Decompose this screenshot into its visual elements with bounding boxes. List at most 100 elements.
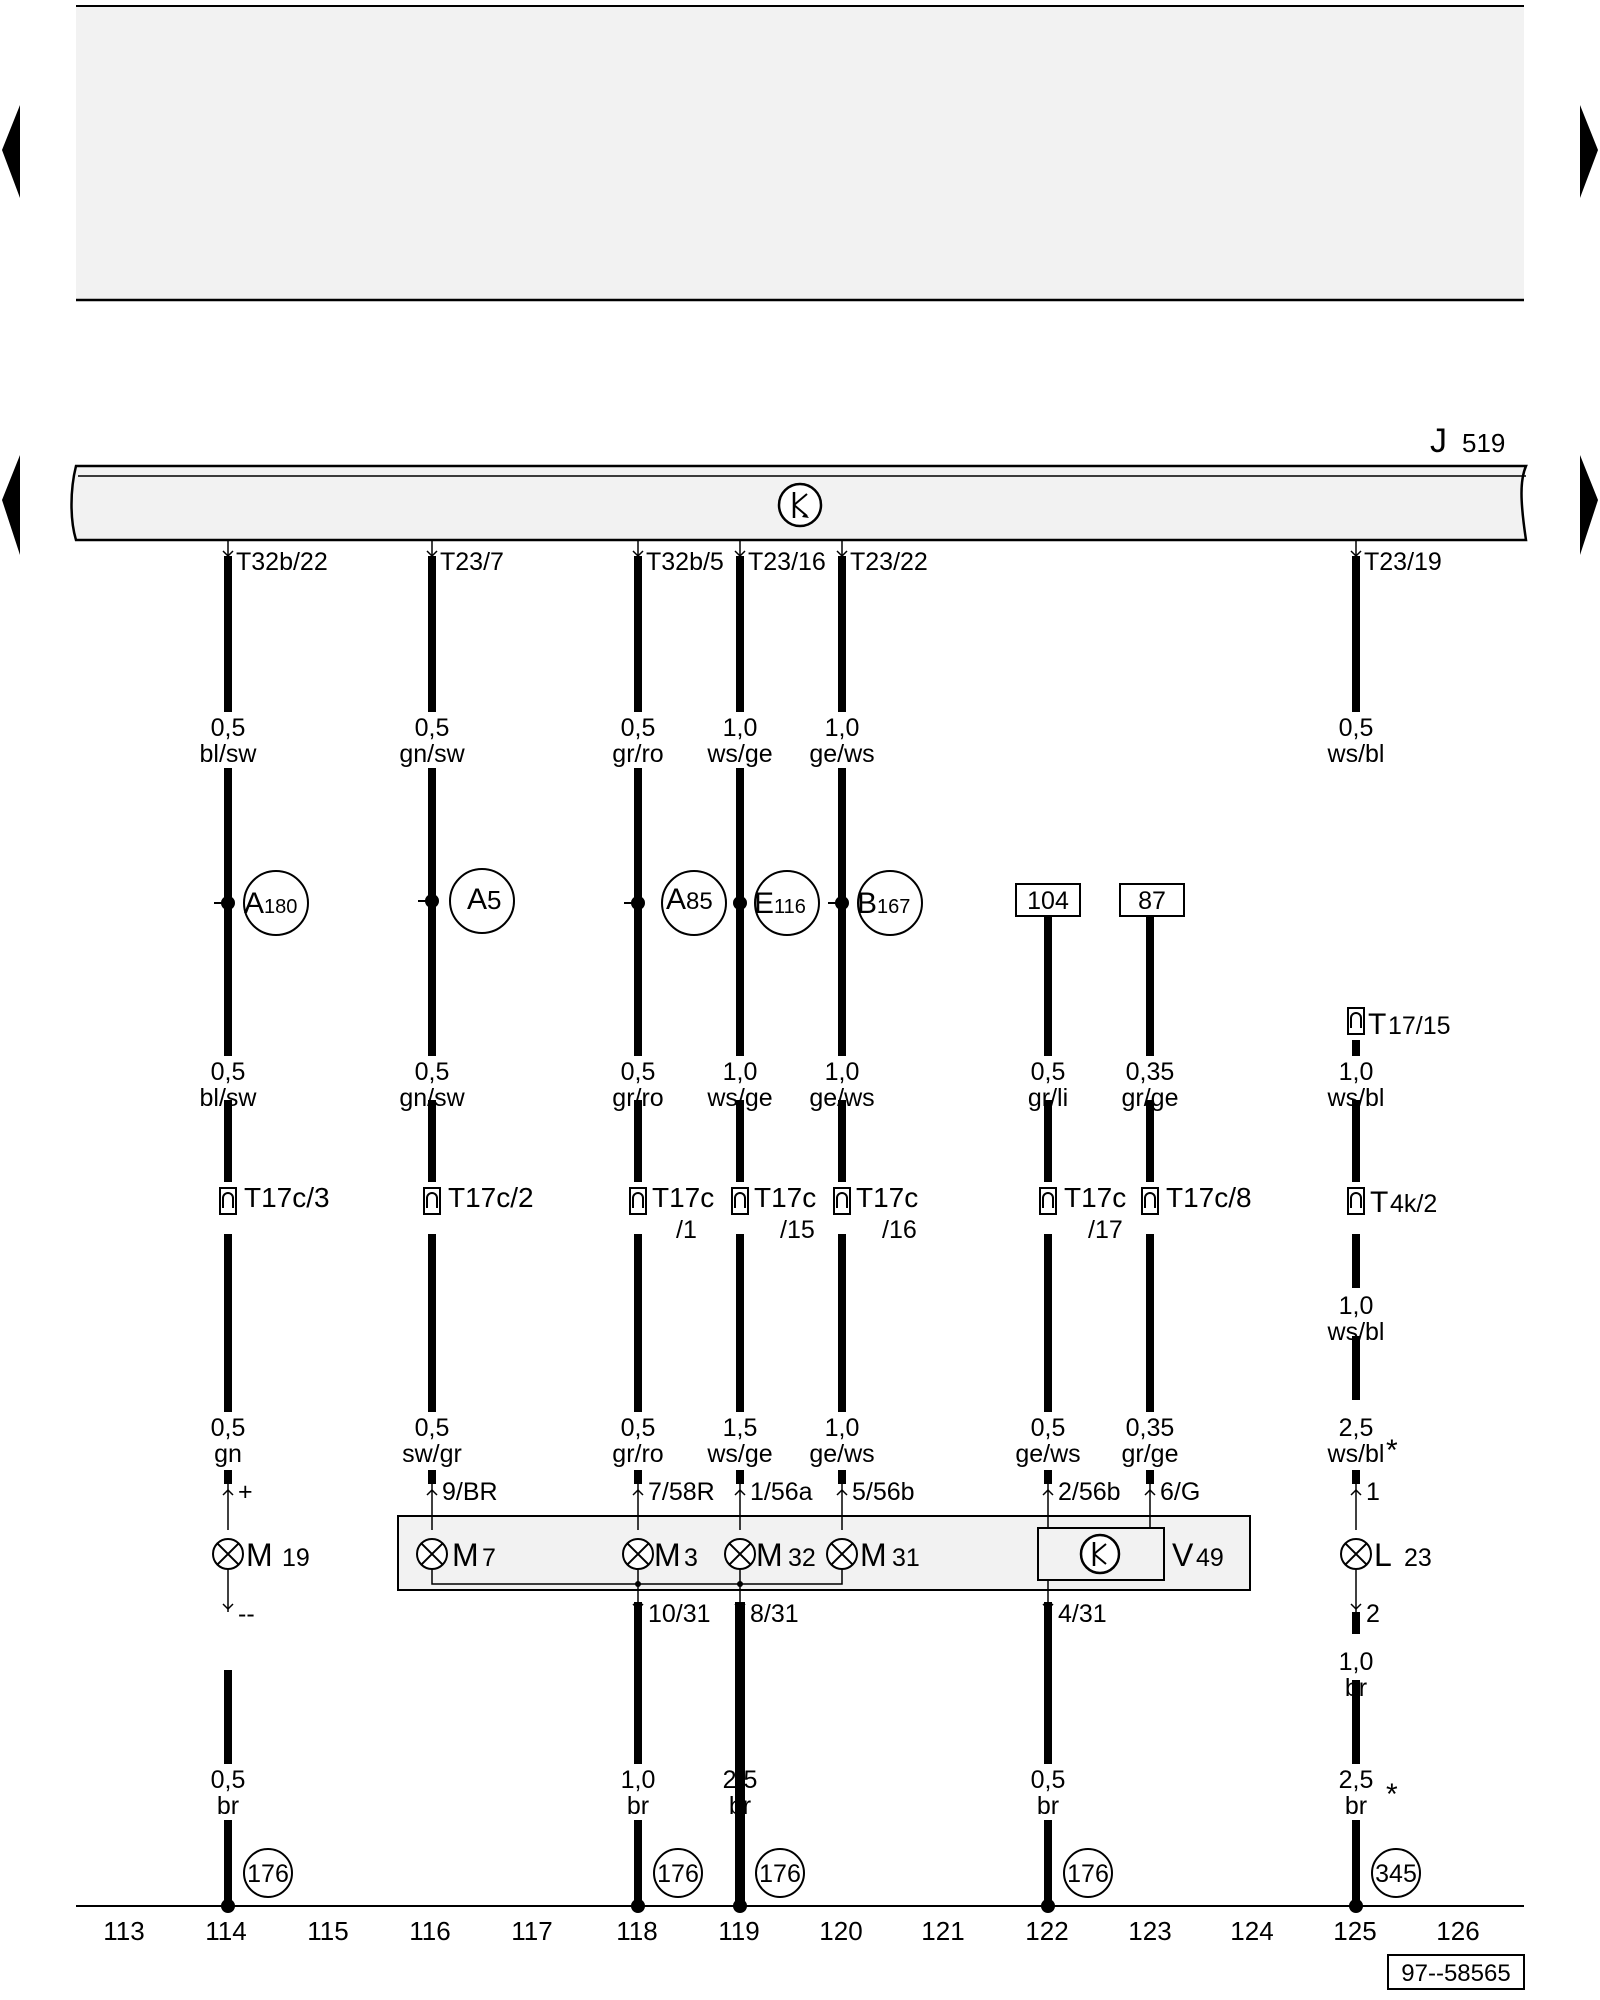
ground-point	[1371, 1848, 1421, 1898]
wire-color: ws/ge	[706, 1440, 772, 1468]
plug-connector-symbol	[1347, 1007, 1365, 1035]
ground-point-label: 176	[1067, 1860, 1109, 1888]
component-sub: 31	[892, 1544, 920, 1572]
wire-size: 1,0	[621, 1766, 656, 1794]
control-unit-symbol	[1079, 1533, 1121, 1575]
connector-label: T23/7	[440, 548, 504, 576]
wire-size: 1,0	[723, 714, 758, 742]
wire-size: 1,0	[1339, 1292, 1374, 1320]
wires	[224, 556, 1360, 1906]
track-number: 125	[1333, 1916, 1376, 1946]
wire-color: br	[1345, 1674, 1367, 1702]
pin-label: 4/31	[1058, 1600, 1107, 1628]
component-main: M	[654, 1537, 681, 1573]
component-main: M	[860, 1537, 887, 1573]
pin-label: 2	[1366, 1600, 1380, 1628]
track-number: 116	[409, 1916, 450, 1946]
wire-size: 1,0	[825, 1058, 860, 1086]
plug-label: T17c	[1064, 1182, 1126, 1213]
prev-page-arrow[interactable]	[2, 105, 20, 198]
wire-size: 0,5	[621, 1058, 656, 1086]
plug-label: T17c/3	[244, 1182, 330, 1213]
control-unit-symbol	[777, 482, 823, 528]
wire-size: 1,0	[1339, 1648, 1374, 1676]
plug-sub: 4k/2	[1390, 1190, 1437, 1218]
reference-box	[1015, 883, 1081, 917]
wire-color: gr/ro	[612, 740, 663, 768]
wire-size: 0,5	[1031, 1058, 1066, 1086]
wire-color: ws/ge	[706, 740, 772, 768]
splice-circle	[857, 870, 923, 936]
wire-size: 1,0	[723, 1058, 758, 1086]
document-id-box	[1387, 1954, 1525, 1990]
wire-size: 2,5	[723, 1766, 758, 1794]
pin-label: 1	[1366, 1478, 1380, 1506]
ground-point	[243, 1848, 293, 1898]
wire-size: 0,5	[415, 1414, 450, 1442]
splice-main: B	[857, 887, 877, 920]
connector-label: T23/16	[748, 548, 826, 576]
plug-sub: /16	[882, 1216, 917, 1244]
wire-color: ge/ws	[1015, 1440, 1080, 1468]
splice-sub: 180	[264, 896, 297, 918]
module-prefix: J	[1430, 422, 1447, 460]
wire-color: sw/gr	[402, 1440, 462, 1468]
wire-color: br	[627, 1792, 649, 1820]
splice-main: A	[244, 887, 264, 920]
ground-point-label: 176	[759, 1860, 801, 1888]
ground-point-label: 176	[657, 1860, 699, 1888]
asterisk-note: *	[1386, 1778, 1398, 1811]
plug-label: T17c/8	[1166, 1182, 1252, 1213]
splice-sub: 116	[774, 896, 806, 918]
track-number: 120	[819, 1916, 862, 1946]
wire-size: 0,5	[1339, 714, 1374, 742]
reference-number: 104	[1027, 887, 1069, 915]
wire-size: 1,0	[825, 714, 860, 742]
wire-size: 1,0	[1339, 1058, 1374, 1086]
wire-color: gn/sw	[399, 740, 465, 768]
track-number: 124	[1230, 1916, 1273, 1946]
splice-circle	[449, 868, 515, 934]
ground-point	[653, 1848, 703, 1898]
plug-sub: 17/15	[1388, 1012, 1451, 1040]
wire-size: 2,5	[1339, 1414, 1374, 1442]
wire-color: gn/sw	[399, 1084, 465, 1112]
splice-circle	[661, 870, 727, 936]
ground-point	[755, 1848, 805, 1898]
pin-label: +	[238, 1478, 253, 1506]
wire-size: 0,35	[1126, 1058, 1175, 1086]
component-sub: 23	[1404, 1544, 1432, 1572]
track-number: 122	[1025, 1916, 1068, 1946]
track-number: 126	[1436, 1916, 1479, 1946]
wire-color: gr/ro	[612, 1084, 663, 1112]
ground-point	[1063, 1848, 1113, 1898]
wire-color: ge/ws	[809, 740, 874, 768]
wire-size: 0,5	[621, 1414, 656, 1442]
pin-label: 1/56a	[750, 1478, 813, 1506]
wire-color: gr/ge	[1122, 1084, 1179, 1112]
plug-sub: /15	[780, 1216, 815, 1244]
splice-main: A	[467, 883, 487, 916]
plug-label: T17c	[754, 1182, 816, 1213]
wire-size: 0,5	[415, 1058, 450, 1086]
prev-page-arrow-lower[interactable]	[2, 455, 20, 555]
splice-sub: 5	[487, 885, 501, 915]
splice-main: A	[666, 883, 686, 916]
wire-size: 0,5	[211, 1414, 246, 1442]
pin-label: 6/G	[1160, 1478, 1200, 1506]
wire-size: 0,5	[211, 714, 246, 742]
splice-sub: 85	[686, 888, 713, 915]
plug-connector-symbols	[219, 1187, 1365, 1215]
wire-color: ws/ge	[706, 1084, 772, 1112]
wire-color: ge/ws	[809, 1440, 874, 1468]
control-module-j519	[70, 464, 1528, 542]
wire-color: ge/ws	[809, 1084, 874, 1112]
next-page-arrow-lower[interactable]	[1580, 455, 1598, 555]
track-number: 114	[205, 1916, 246, 1946]
wire-size: 0,5	[1031, 1414, 1066, 1442]
component-main: M	[246, 1537, 273, 1573]
track-number: 115	[307, 1916, 348, 1946]
ground-point-label: 345	[1375, 1860, 1417, 1888]
next-page-arrow[interactable]	[1580, 105, 1598, 198]
